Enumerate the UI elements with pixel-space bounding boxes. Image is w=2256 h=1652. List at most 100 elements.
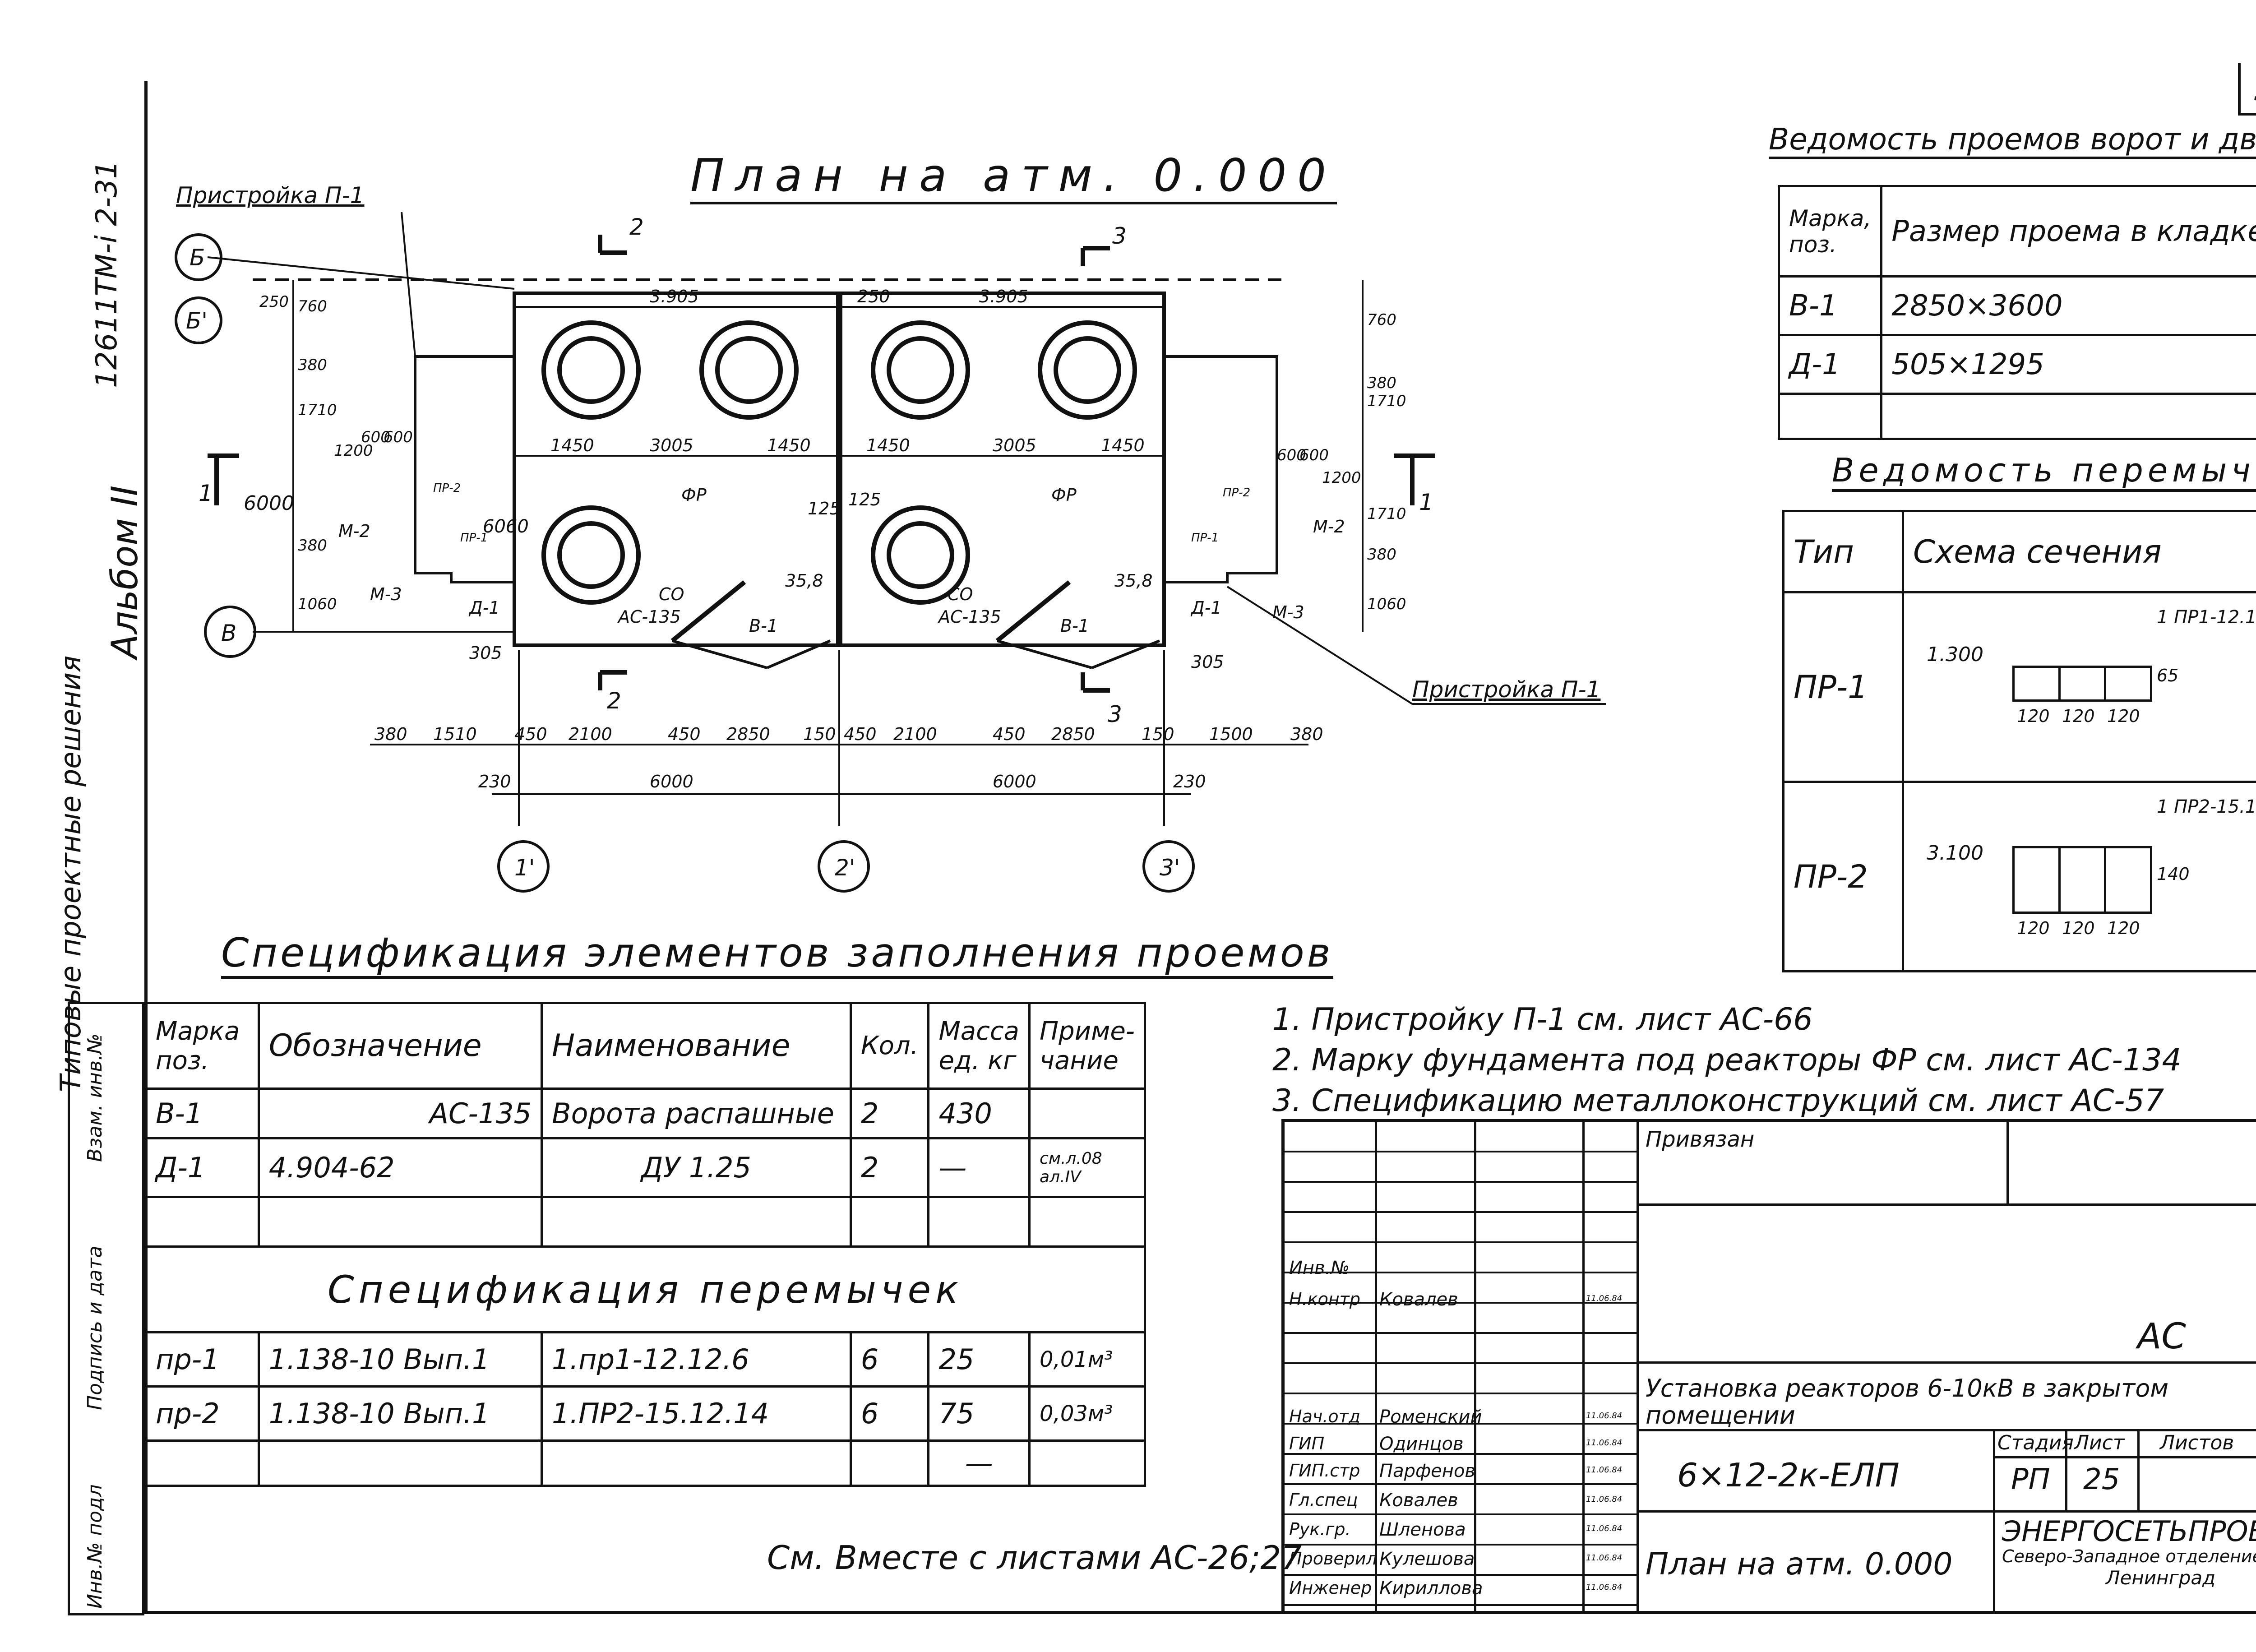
tb-org-2: Северо-Западное отделение [2002,1546,2256,1566]
spec-title: Спецификация элементов заполнения проемо… [221,930,1333,979]
tb-date-2: 11.06.84 [1586,1411,1623,1421]
tb-project: 6×12-2к-ЕЛП [1677,1456,1900,1494]
dim-mid-3: 1450 [767,435,811,455]
dim-left-4: 380 [298,356,327,374]
tb-date-8: 11.06.84 [1586,1583,1623,1592]
doors-row1-mark: В-1 [1777,275,1883,336]
dim-bottom-9: 2100 [893,724,937,744]
sheet-number: 30 [2254,63,2256,111]
dim-top-1: 3.905 [650,287,699,306]
dim-mid-2: 3005 [650,435,693,455]
dim-mid-5: 3005 [993,435,1036,455]
tb-person-6: Шленова [1379,1519,1466,1540]
spec-l2-mass: 75 [927,1385,1031,1442]
dim-total-2: 6000 [650,772,693,791]
tb-privyazan: Привязан [1646,1127,1755,1152]
tb-person-4: Парфенов [1379,1461,1475,1481]
lintels-row2-h: 140 [2157,864,2190,884]
lintels-row1-h: 65 [2157,666,2179,685]
label-so-1: СО [659,584,684,604]
doors-table-title: Ведомость проемов ворот и дверей [1769,122,2256,159]
tb-role-5: Гл.спец [1289,1490,1358,1510]
label-pr2-1: ПР-2 [433,481,461,495]
dim-bottom-10: 450 [993,724,1026,744]
annex-label-2: Пристройка П-1 [1412,676,1600,703]
note-2: 2. Марку фундамента под реакторы ФР см. … [1272,1042,2182,1078]
label-v1-1: В-1 [749,616,778,636]
spec-l2-mark: пр-2 [144,1385,260,1442]
stamp-inv: Инв.№ подл [83,1484,106,1609]
spec-head-mark: Марка поз. [144,1002,260,1090]
spec-r1-qty: 2 [849,1087,930,1139]
axis-label-2: 2' [835,855,855,881]
tb-role-1: Н.контр [1289,1289,1360,1309]
spec-r2-code: 4.904-62 [257,1137,543,1198]
tb-stage-head-3: Листов [2160,1431,2234,1454]
tb-role-6: Рук.гр. [1289,1519,1351,1539]
doors-head-mark: Марка, поз. [1777,185,1883,278]
label-m2-2: М-2 [1313,517,1345,537]
tb-date-3: 11.06.84 [1586,1438,1623,1448]
label-as135-2: АС-135 [937,607,1001,627]
floor-plan: Пристройка П-1 Пристройка П-1 Б Б' В 1' … [175,182,1606,893]
spec-lintel-title: Спецификация перемычек [144,1245,1146,1333]
tb-stage-head-1: Стадия [1997,1431,2074,1454]
lintels-row1-mark: 1.300 [1927,643,1983,666]
tb-code: АС [2137,1316,2186,1357]
spec-head-note: Приме-чание [1028,1002,1146,1090]
label-d1-2: Д-1 [1190,598,1222,618]
dim-bottom-2: 1510 [433,724,477,744]
axis-label-v: В [221,620,236,646]
axis-label-b-prime: Б' [186,308,208,334]
dim-left-5: 1200 [334,442,373,460]
see-also-note: См. Вместе с листами АС-26;27 [767,1539,1302,1577]
spec-l1-name: 1.пр1-12.12.6 [541,1331,852,1388]
spec-head-qty: Кол. [849,1002,930,1090]
lintels-row2-mark: 3.100 [1927,842,1983,865]
label-pr1-1: ПР-1 [460,531,488,545]
doors-row2-mark: Д-1 [1777,334,1883,395]
drawing-frame [144,81,2256,1614]
dim-total-4: 230 [1173,772,1206,791]
lintels-table: Тип Схема сечения ПР-1 1 ПР1-12.12.6 1.3… [1782,510,2256,972]
lintels-row1-block [2012,666,2152,702]
dim-left-9: 1060 [298,595,337,613]
spec-l1-note: 0,01м³ [1028,1331,1146,1388]
label-m3-1: М-3 [370,584,402,604]
lintels-row1-type: ПР-1 [1782,591,1904,783]
tb-person-7: Кулешова [1379,1549,1475,1569]
dim-left-1: 250 [259,293,289,311]
lintels-row2-block [2012,846,2152,914]
spec-l1-code: 1.138-10 Вып.1 [257,1331,543,1388]
label-358-1: 35,8 [785,571,823,591]
label-pr2-2: ПР-2 [1223,486,1250,500]
tb-person-1: Ковалев [1379,1289,1458,1310]
spec-head-mass: Масса ед. кг [927,1002,1031,1090]
label-125-2: 125 [848,490,881,509]
dim-right-1: 760 [1367,311,1396,329]
dim-right-5: 600 [1299,446,1329,464]
dim-bottom-5: 450 [668,724,701,744]
label-so-2: СО [948,584,973,604]
lintels-row1-callout: 1 ПР1-12.12.6 [2157,607,2256,628]
label-fr-1: ФР [681,485,707,505]
tb-date-4: 11.06.84 [1586,1465,1623,1475]
spec-l2-code: 1.138-10 Вып.1 [257,1385,543,1442]
label-fr-2: ФР [1051,485,1077,505]
dim-top-2: 250 [857,287,890,306]
tb-person-3: Одинцов [1379,1434,1464,1454]
doors-head-size: Размер проема в кладке [1880,185,2256,278]
spec-table: Марка поз. Обозначение Наименование Кол.… [144,1002,1146,1487]
dim-mid-4: 1450 [866,435,910,455]
lintels-head-type: Тип [1782,510,1904,593]
tb-person-2: Роменский [1379,1407,1482,1427]
spec-r2-name: ДУ 1.25 [541,1137,852,1198]
section-mark-3-top: 3 [1112,223,1127,249]
title-block: Привязан Инв.№ АС Установка реакторов 6-… [1281,1119,2256,1614]
label-m3-2: М-3 [1272,602,1304,622]
spec-l3-code [257,1439,543,1487]
tb-inv: Инв.№ [1289,1258,1350,1278]
spec-r2-qty: 2 [849,1137,930,1198]
doors-row3-mark [1777,393,1883,440]
label-m2-1: М-2 [338,521,370,541]
